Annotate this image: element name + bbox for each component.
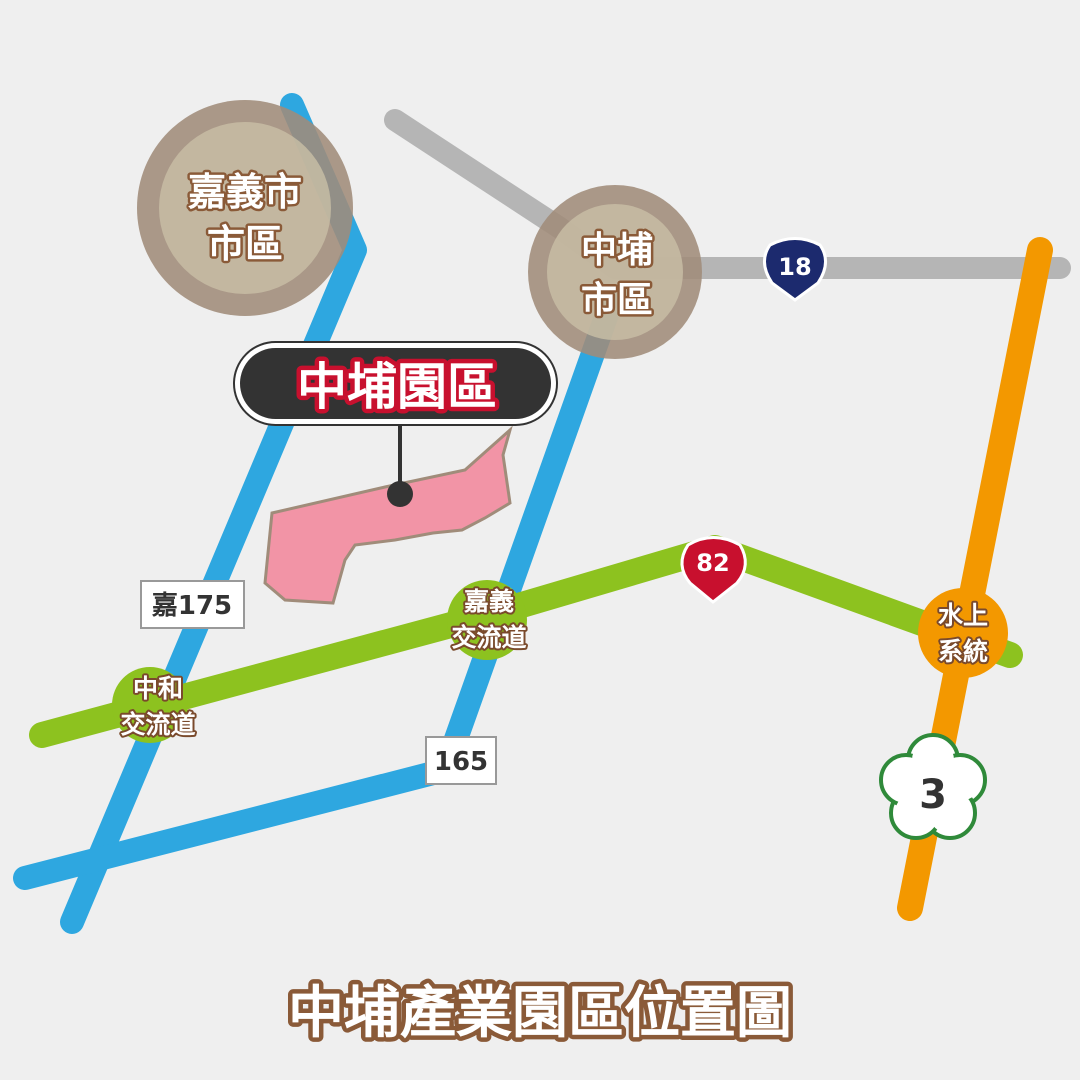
highway-18-shield: 18 — [763, 237, 827, 302]
chiayi-city-label-line2: 市區 — [207, 222, 283, 266]
park-marker-dot — [387, 481, 413, 507]
zhonghe-interchange-label-line1: 中和 — [133, 674, 183, 703]
zhonghe-interchange-label-line2: 交流道 — [120, 710, 195, 739]
expressway-82-number: 82 — [696, 549, 729, 577]
chiayi-city-area: 嘉義市 市區 — [137, 100, 353, 316]
route-signs: 18 82 — [140, 237, 987, 840]
freeway-3-plum-sign: 3 — [879, 733, 987, 840]
county-165-number: 165 — [434, 747, 488, 777]
freeway-3-number: 3 — [919, 772, 947, 818]
zhongpu-town-label-line2: 市區 — [581, 280, 653, 321]
zhongpu-town-label-line1: 中埔 — [581, 230, 653, 271]
park-callout: 中埔園區 — [233, 341, 558, 507]
chiayi-interchange-label-line1: 嘉義 — [464, 587, 514, 616]
highway-18-road — [384, 109, 1071, 279]
shuishang-junction-label-line1: 水上 — [938, 601, 988, 630]
highway-18-number: 18 — [778, 253, 811, 281]
chiayi-interchange: 嘉義 交流道 — [447, 580, 529, 660]
chiayi-interchange-label-line2: 交流道 — [451, 623, 526, 652]
county-road-165-north — [433, 288, 624, 782]
zhongpu-park-area — [263, 425, 513, 605]
park-callout-label: 中埔園區 — [297, 358, 497, 416]
chiayi-city-label-line1: 嘉義市 — [188, 170, 302, 214]
interchanges: 中和 交流道 嘉義 交流道 水上 系統 — [112, 580, 1008, 743]
shuishang-junction-label-line2: 系統 — [938, 637, 988, 666]
county-165-sign: 165 — [425, 736, 497, 785]
shuishang-junction: 水上 系統 — [918, 588, 1008, 678]
expressway-82-shield: 82 — [680, 536, 747, 604]
zhonghe-interchange: 中和 交流道 — [112, 667, 198, 743]
map-title: 中埔產業園區位置圖 — [288, 981, 792, 1046]
expressway-82-road — [29, 535, 1023, 748]
county-175-number: 嘉175 — [152, 591, 232, 621]
county-175-sign: 嘉175 — [140, 580, 245, 629]
zhongpu-town-area: 中埔 市區 — [528, 185, 702, 359]
county-road-165-south — [13, 758, 457, 890]
city-areas: 嘉義市 市區 中埔 市區 — [137, 100, 702, 359]
